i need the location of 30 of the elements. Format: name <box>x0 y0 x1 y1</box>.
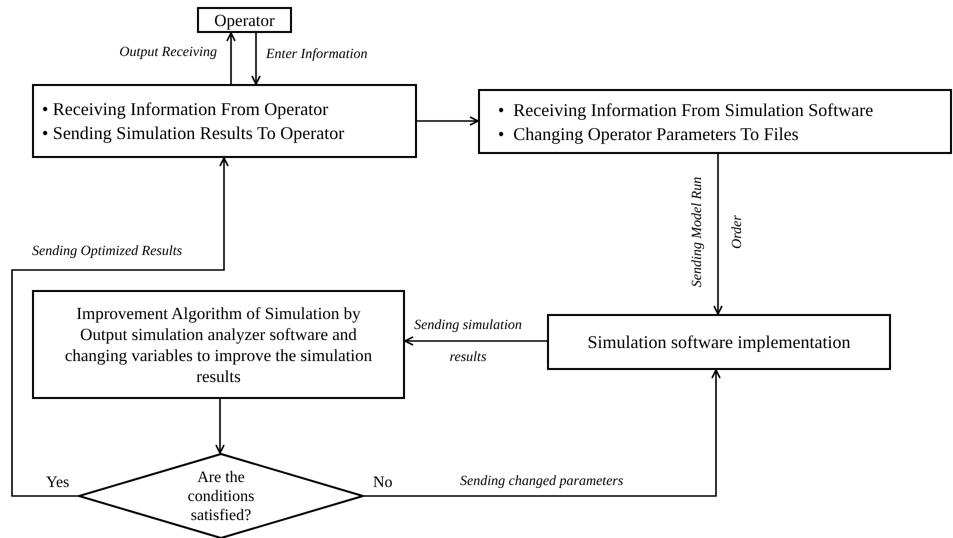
arrow <box>11 157 229 497</box>
box-text: Improvement Algorithm of Simulation by Output simulation analyzer software and changing variables to improve the simulation results <box>64 302 374 386</box>
arrow <box>215 399 225 454</box>
arrow <box>251 33 261 85</box>
process-box <box>478 89 952 154</box>
process-box <box>32 290 405 399</box>
arrow <box>713 154 723 315</box>
decision-text: Are the conditions satisfied? <box>186 468 256 524</box>
branch-label: No <box>373 474 393 492</box>
box-label: Operator <box>213 10 276 30</box>
bullet-item: • Sending Simulation Results To Operator <box>42 122 346 145</box>
branch-label: Yes <box>46 474 70 492</box>
arrow <box>226 32 236 84</box>
bullet-item: • Receiving Information From Operator <box>42 98 330 121</box>
actor-box <box>197 7 292 33</box>
arrow <box>404 336 547 346</box>
process-box <box>547 314 891 370</box>
edge-label: Sending simulation results <box>413 317 523 367</box>
edge-label: Sending Optimized Results <box>32 244 182 260</box>
process-box <box>32 84 417 158</box>
arrow <box>417 116 479 126</box>
decision-diamond <box>78 453 364 538</box>
edge-label: Sending changed parameters <box>460 474 624 490</box>
edge-label: Output Receiving <box>118 45 217 61</box>
box-text: Simulation software implementation <box>586 332 852 352</box>
edge-label: Sending Model Run Order <box>689 176 746 290</box>
edge-label: Enter Information <box>266 47 368 63</box>
bullet-item: • Receiving Information From Simulation Software <box>498 98 874 122</box>
arrow <box>364 369 721 497</box>
bullet-item: • Changing Operator Parameters To Files <box>498 122 800 146</box>
